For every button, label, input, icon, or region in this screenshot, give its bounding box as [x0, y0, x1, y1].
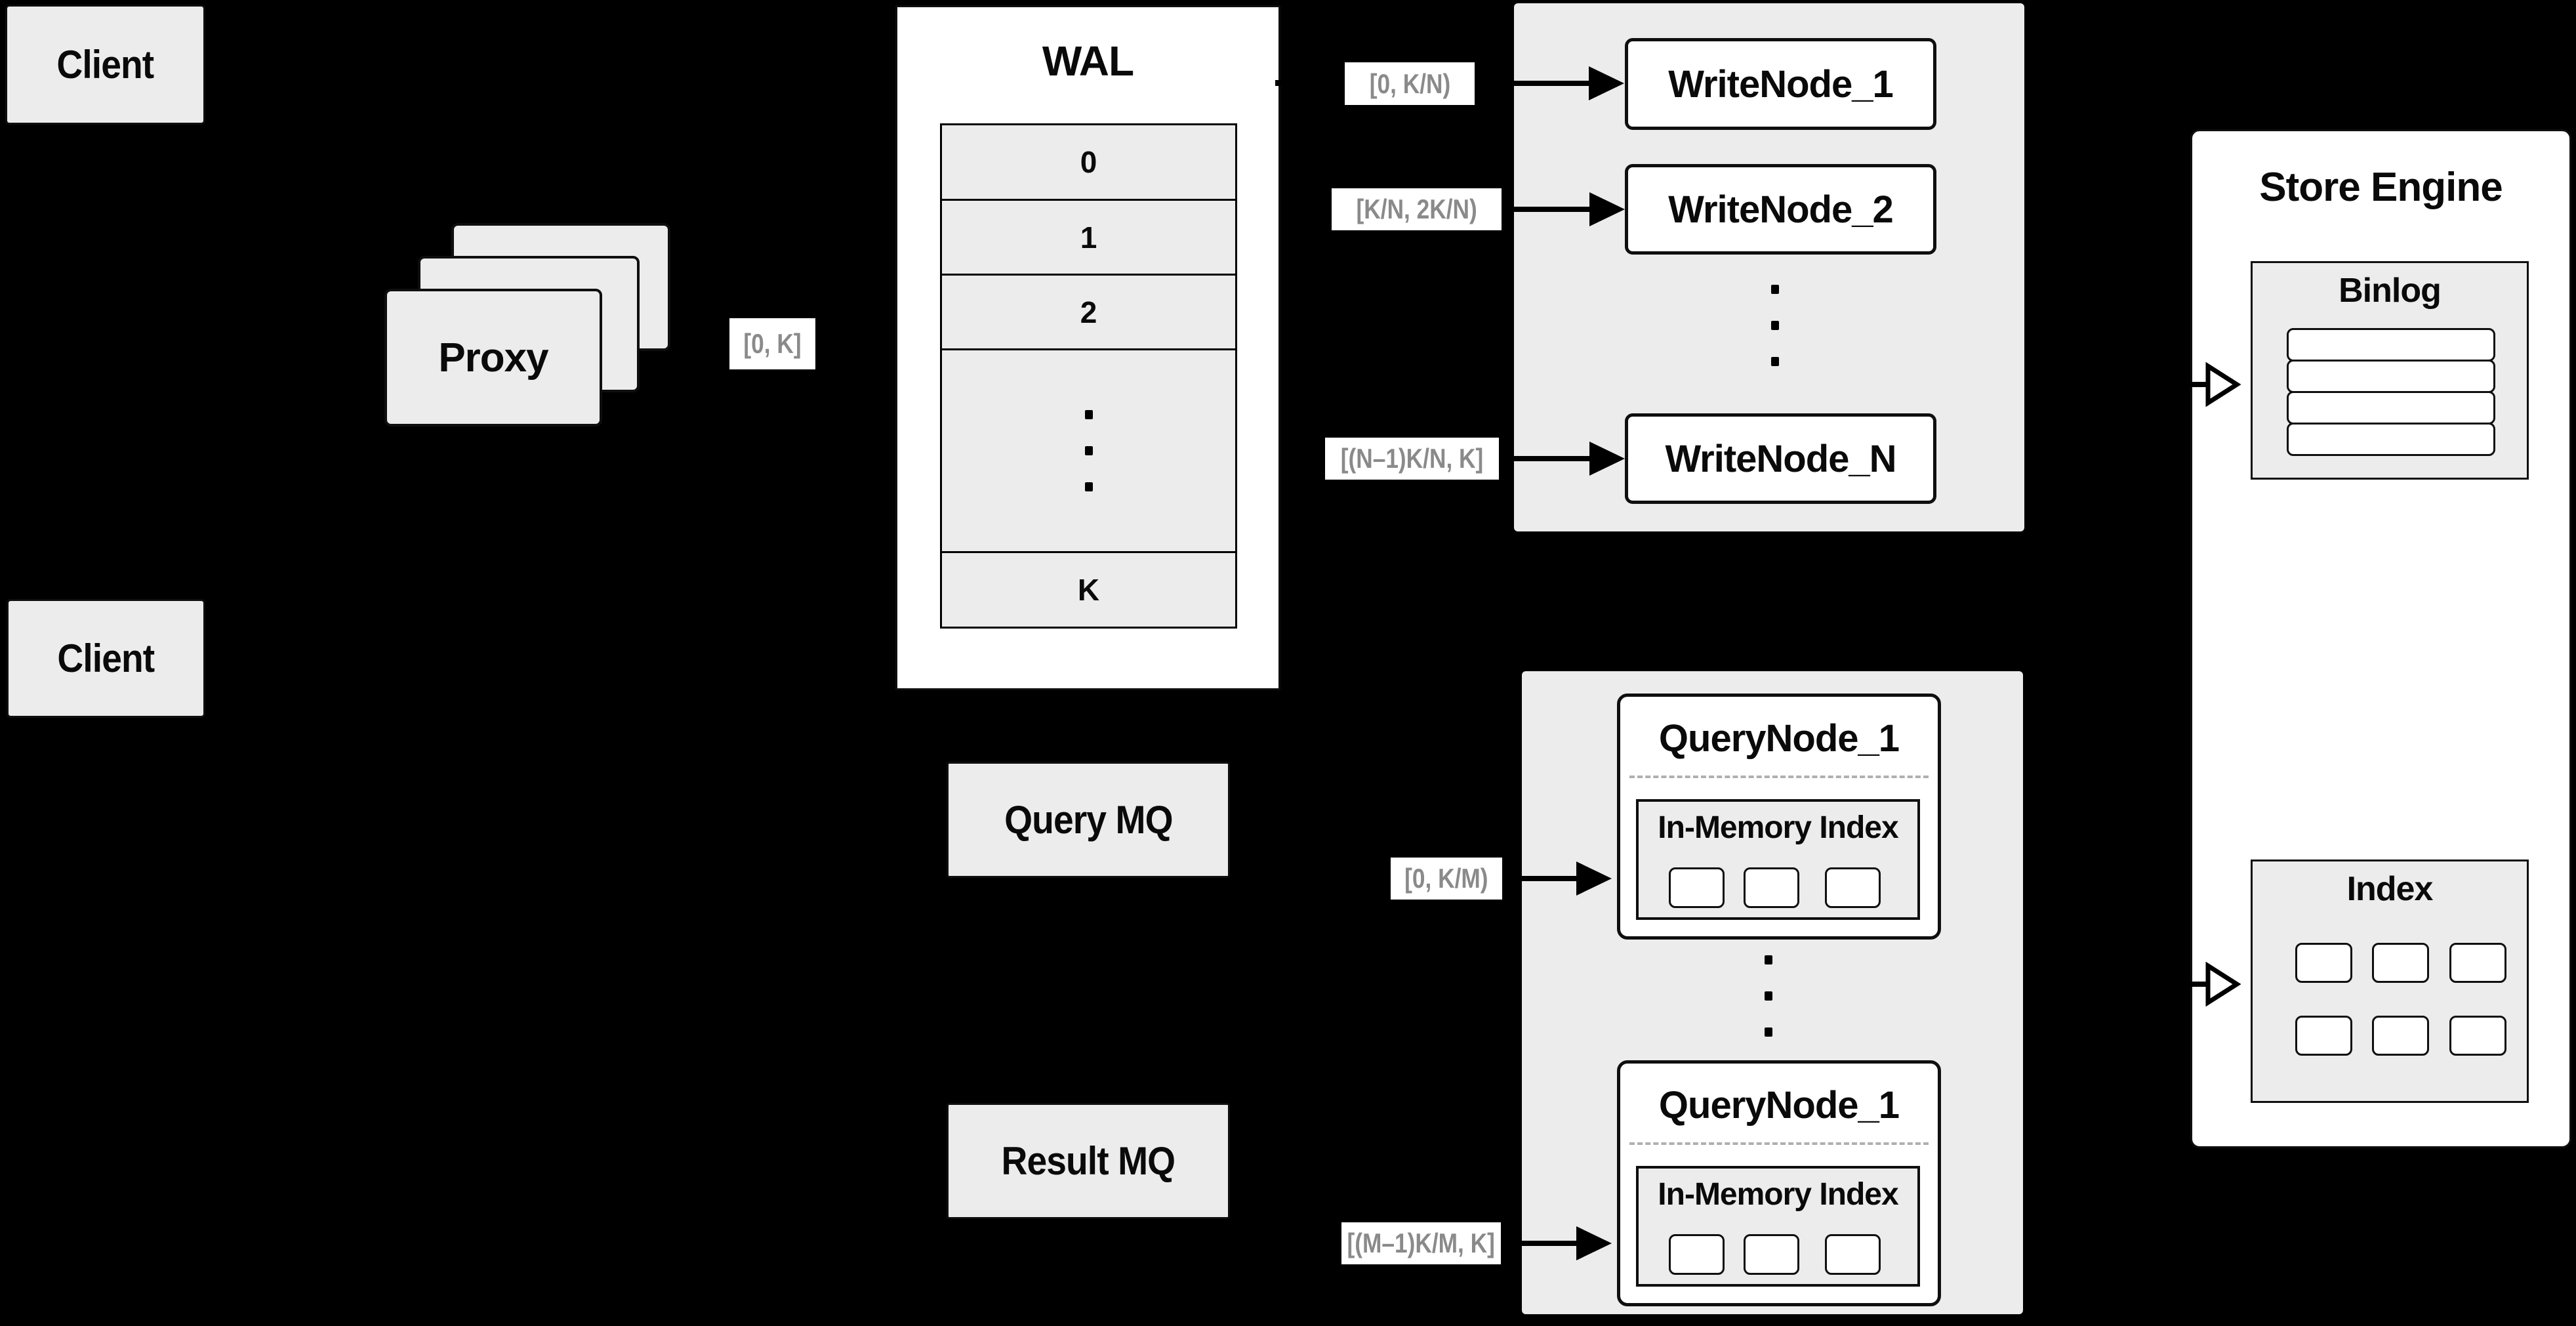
arrow-to-writenode2: [1502, 207, 1589, 212]
query-mq-label: Query MQ: [1004, 798, 1173, 842]
result-mq-label: Result MQ: [1001, 1139, 1176, 1183]
write-node-2: WriteNode_2: [1625, 164, 1936, 255]
client-box-top: Client: [5, 5, 205, 125]
arrow-to-querynode1: [1502, 876, 1576, 881]
arrow-to-querynode2: [1501, 1241, 1576, 1246]
wal-cell-k: K: [942, 553, 1235, 627]
proxy-stack: Proxy: [384, 223, 686, 426]
arrow-to-index: [2162, 961, 2241, 1007]
write-node-1: WriteNode_1: [1625, 38, 1936, 130]
range-label-querynode1: [0, K/M): [1391, 858, 1502, 900]
memory-segment: [1825, 867, 1881, 908]
wal-cell-2: 2: [942, 276, 1235, 348]
range-label-writenoden-text: [(N–1)K/N, K]: [1340, 443, 1484, 474]
wal-ellipsis-dots: [1084, 410, 1093, 491]
index-cell: [2449, 943, 2506, 983]
wal-cell-ellipsis: [942, 350, 1235, 551]
proxy-label: Proxy: [438, 335, 548, 381]
range-label-writenode1: [0, K/N): [1345, 62, 1475, 105]
store-engine-box: Store Engine Binlog Index: [2190, 129, 2571, 1148]
index-cell: [2295, 1016, 2352, 1056]
index-cell: [2372, 1016, 2429, 1056]
query-node-2-title: QueryNode_1: [1658, 1084, 1900, 1127]
binlog-title: Binlog: [2339, 272, 2442, 310]
query-node-1-title: QueryNode_1: [1658, 717, 1900, 760]
wal-cell-1: 1: [942, 201, 1235, 274]
range-label-querynode2-text: [(M–1)K/M, K]: [1347, 1228, 1496, 1258]
arrow-to-writenoden-arrowhead: [1589, 442, 1625, 476]
range-label-writenoden: [(N–1)K/N, K]: [1325, 438, 1499, 480]
query-node-2-divider: [1629, 1142, 1929, 1145]
query-node-2: QueryNode_1 In-Memory Index: [1617, 1060, 1941, 1306]
write-node-1-label: WriteNode_1: [1668, 62, 1893, 106]
arrow-to-writenoden: [1499, 456, 1589, 461]
wal-title: WAL: [1042, 37, 1134, 85]
index-title: Index: [2346, 870, 2434, 908]
arrow-to-querynode1-arrowhead: [1576, 861, 1612, 896]
index-cell: [2449, 1016, 2506, 1056]
wal-box: WAL 0 1 2 K: [895, 5, 1280, 690]
in-memory-index-2-title: In-Memory Index: [1658, 1177, 1898, 1212]
memory-segment: [1825, 1234, 1881, 1275]
in-memory-index-2: In-Memory Index: [1636, 1166, 1920, 1287]
query-node-1-divider: [1629, 776, 1929, 778]
range-label-proxy-wal-text: [0, K]: [743, 328, 802, 359]
store-engine-title: Store Engine: [2259, 165, 2503, 210]
range-label-proxy-wal: [0, K]: [729, 318, 815, 369]
range-label-querynode1-text: [0, K/M): [1404, 863, 1488, 894]
arrow-to-writenode2-arrowhead: [1589, 192, 1625, 226]
range-label-writenode2-text: [K/N, 2K/N): [1356, 194, 1477, 224]
index-cell: [2372, 943, 2429, 983]
query-nodes-ellipsis: [1765, 955, 1772, 1037]
memory-segment: [1744, 1234, 1799, 1275]
range-label-querynode2: [(M–1)K/M, K]: [1341, 1222, 1501, 1264]
write-node-n-label: WriteNode_N: [1665, 437, 1896, 480]
write-node-n: WriteNode_N: [1625, 413, 1936, 504]
query-node-1: QueryNode_1 In-Memory Index: [1617, 694, 1941, 940]
range-label-writenode2: [K/N, 2K/N): [1332, 188, 1502, 230]
memory-segment: [1669, 867, 1725, 908]
client-bottom-label: Client: [57, 636, 155, 680]
binlog-row: [2287, 391, 2495, 425]
wal-table: 0 1 2 K: [940, 123, 1237, 629]
memory-segment: [1744, 867, 1799, 908]
write-nodes-ellipsis: [1771, 285, 1779, 366]
memory-segment: [1669, 1234, 1725, 1275]
client-box-bottom: Client: [7, 599, 205, 718]
arrow-to-index-arrowhead: [2205, 961, 2241, 1007]
arrow-to-binlog: [2162, 362, 2241, 407]
query-mq-box: Query MQ: [947, 762, 1230, 878]
client-top-label: Client: [56, 43, 155, 87]
binlog-row: [2287, 328, 2495, 362]
arrow-to-writenode1-arrowhead: [1589, 66, 1624, 100]
binlog-box: Binlog: [2251, 261, 2529, 480]
binlog-row: [2287, 423, 2495, 456]
in-memory-index-1-title: In-Memory Index: [1658, 810, 1898, 845]
wal-arrow-stub: [1275, 80, 1282, 86]
range-label-writenode1-text: [0, K/N): [1369, 68, 1450, 99]
index-box: Index: [2251, 860, 2529, 1103]
proxy-card-front: Proxy: [384, 289, 602, 426]
arrow-to-writenode1: [1475, 81, 1589, 86]
arrow-to-binlog-arrowhead: [2205, 362, 2241, 407]
binlog-row: [2287, 360, 2495, 393]
write-node-2-label: WriteNode_2: [1668, 188, 1893, 231]
index-cell: [2295, 943, 2352, 983]
wal-cell-0: 0: [942, 125, 1235, 199]
in-memory-index-1: In-Memory Index: [1636, 799, 1920, 920]
result-mq-box: Result MQ: [947, 1103, 1230, 1219]
arrow-to-querynode2-arrowhead: [1576, 1226, 1612, 1260]
